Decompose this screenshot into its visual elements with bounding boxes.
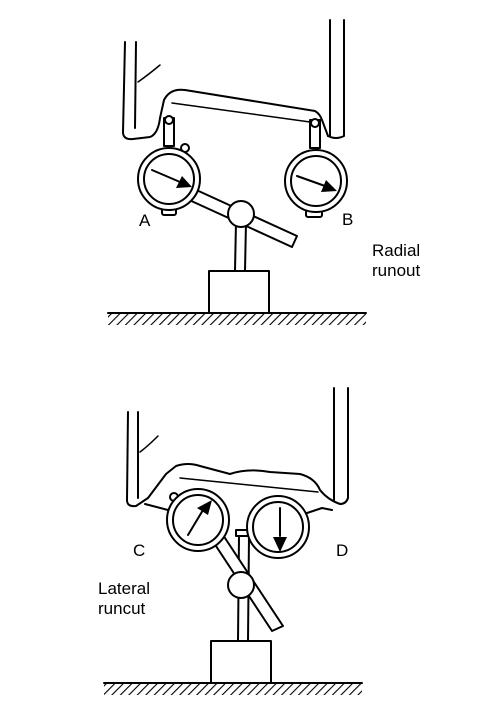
swivel-clamp bbox=[227, 571, 255, 599]
lateral-runout-figure: C D Lateral runcut bbox=[98, 387, 363, 695]
radial-caption-line2: runout bbox=[372, 261, 420, 280]
wheel-profile bbox=[122, 19, 345, 141]
swivel-clamp bbox=[227, 200, 255, 228]
label-b: B bbox=[342, 210, 353, 229]
label-d: D bbox=[336, 541, 348, 560]
wheel-profile bbox=[126, 387, 349, 508]
magnetic-base bbox=[210, 640, 272, 684]
radial-caption-line1: Radial bbox=[372, 241, 420, 260]
stand-post bbox=[234, 221, 247, 272]
dial-gauge-d bbox=[246, 495, 333, 559]
magnetic-base bbox=[208, 270, 270, 314]
lateral-caption-line1: Lateral bbox=[98, 579, 150, 598]
lateral-caption-line2: runcut bbox=[98, 599, 146, 618]
dial-gauge-c bbox=[144, 488, 230, 552]
radial-runout-figure: A B Radial runout bbox=[107, 19, 420, 325]
dial-gauge-a bbox=[137, 115, 201, 216]
dial-gauge-b bbox=[284, 118, 348, 218]
ground-surface bbox=[107, 312, 367, 325]
label-a: A bbox=[139, 211, 151, 230]
label-c: C bbox=[133, 541, 145, 560]
ground-surface bbox=[103, 682, 363, 695]
